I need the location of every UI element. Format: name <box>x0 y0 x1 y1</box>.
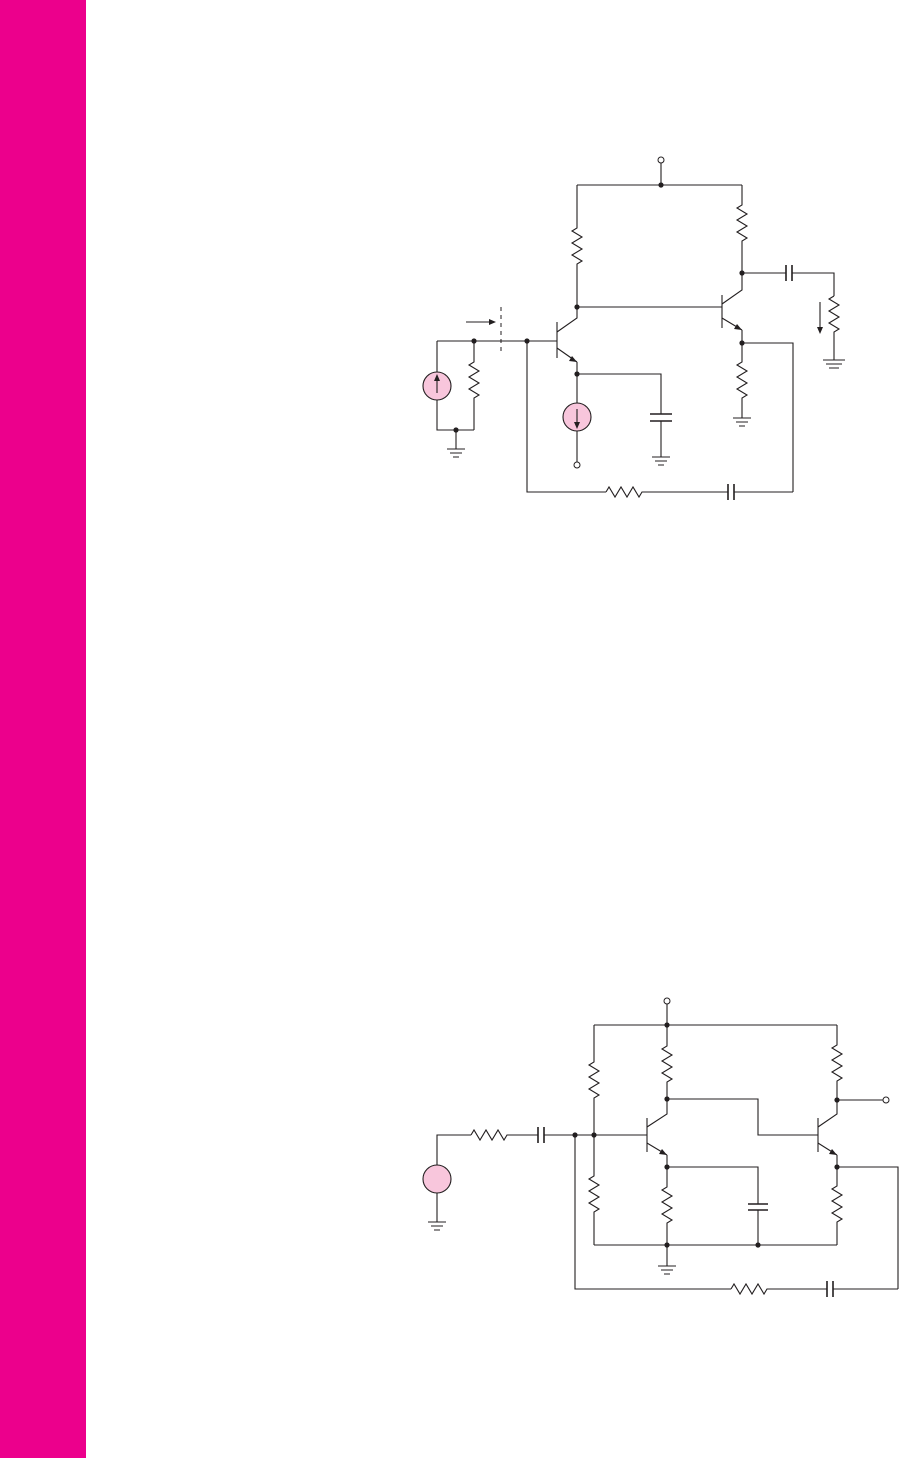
circuit-diagram-1 <box>86 0 919 620</box>
circuit-diagram-2 <box>86 980 919 1400</box>
transistor-q2-2 <box>818 1100 837 1155</box>
page-content <box>86 0 919 1458</box>
bypass-capacitor-2 <box>748 1204 768 1245</box>
load-resistor <box>823 296 845 368</box>
source-resistor <box>469 341 479 430</box>
vee-terminal <box>574 462 580 468</box>
transistor-q1-2 <box>647 1099 667 1155</box>
emitter-resistor-q2-2 <box>832 1167 842 1245</box>
source-resistor-2 <box>471 1130 538 1140</box>
feedback-capacitor <box>728 484 793 500</box>
input-current-source <box>423 341 474 430</box>
output-terminal <box>883 1097 889 1103</box>
feedback-capacitor-2 <box>827 1281 898 1297</box>
vcc-terminal <box>658 157 664 163</box>
collector-resistor-q1 <box>572 185 582 307</box>
bias-resistor-bottom <box>589 1135 599 1245</box>
collector-resistor-q1-2 <box>662 1025 672 1099</box>
input-coupling-capacitor <box>538 1127 594 1143</box>
vcc-terminal-2 <box>664 998 670 1004</box>
transistor-q2 <box>722 273 742 330</box>
output-current-arrow <box>817 302 823 334</box>
bias-current-source <box>563 403 591 431</box>
emitter-resistor-q1 <box>662 1167 672 1245</box>
bias-resistor-top <box>589 1025 599 1135</box>
voltage-source-input <box>423 1135 471 1230</box>
collector-resistor-q2-2 <box>832 1025 842 1100</box>
emitter-resistor-q2 <box>733 343 751 426</box>
feedback-resistor-2 <box>731 1284 827 1294</box>
feedback-resistor <box>606 487 728 497</box>
bypass-capacitor <box>650 414 672 465</box>
magenta-sidebar <box>0 0 86 1458</box>
transistor-q1 <box>557 307 577 362</box>
collector-resistor-q2 <box>737 185 747 273</box>
input-current-arrow <box>466 319 496 325</box>
